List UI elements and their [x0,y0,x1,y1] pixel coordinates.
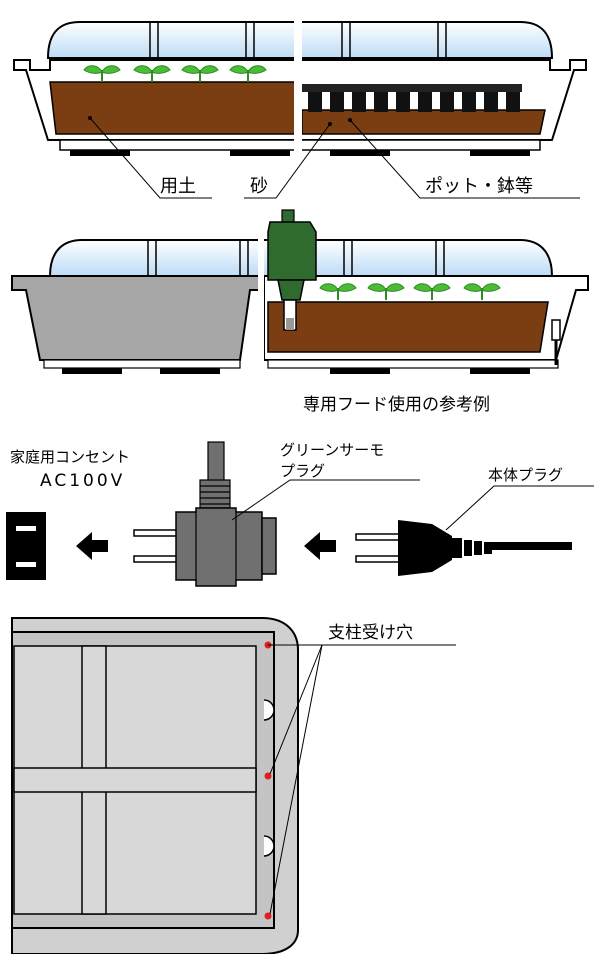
label-pots: ポット・鉢等 [425,176,533,197]
label-thermo-line1: グリーンサーモ [280,441,384,459]
arrow-left-icon [76,532,108,560]
label-outlet-line1: 家庭用コンセント [10,448,130,466]
wall-outlet-icon [6,512,46,580]
propagator-cross-section [13,10,587,158]
label-soil: 用土 [160,176,196,197]
section4-leaders [268,644,456,915]
label-sand: 砂 [250,176,268,197]
tray-top-view [11,617,299,954]
arrow-left-icon-2 [304,532,336,560]
section1-leaders [89,117,580,199]
label-outlet-line2: AC100V [40,471,125,491]
body-plug-icon [355,520,572,576]
caption-hood-example: 専用フード使用の参考例 [303,394,490,415]
label-body-plug: 本体プラグ [488,466,563,484]
green-thermo-plug [133,441,277,587]
green-thermo-unit [267,209,317,331]
label-support-holes: 支柱受け穴 [328,623,413,643]
support-hole-2 [264,772,272,780]
label-thermo-line2: プラグ [280,462,325,480]
support-hole-3 [264,912,272,920]
